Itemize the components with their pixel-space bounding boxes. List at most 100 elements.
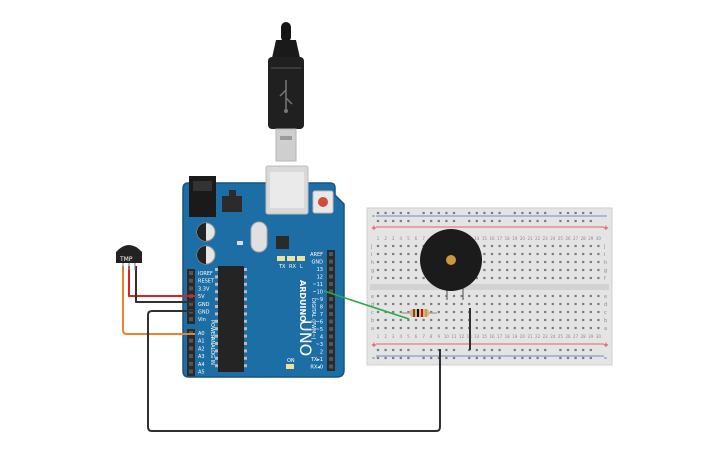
breadboard-hole[interactable] — [490, 268, 494, 272]
breadboard-hole[interactable] — [399, 276, 402, 280]
breadboard-hole[interactable] — [566, 244, 570, 248]
breadboard-hole[interactable] — [544, 318, 547, 322]
breadboard-hole[interactable] — [513, 302, 516, 306]
rail-hole[interactable] — [528, 348, 532, 352]
breadboard-hole[interactable] — [407, 244, 410, 248]
breadboard-hole[interactable] — [574, 294, 577, 298]
rail-hole[interactable] — [566, 356, 570, 360]
breadboard-hole[interactable] — [521, 302, 524, 306]
rail-hole[interactable] — [452, 356, 456, 360]
wire-gnd-sensor[interactable] — [135, 266, 195, 303]
breadboard-hole[interactable] — [559, 310, 562, 314]
breadboard-hole[interactable] — [422, 294, 425, 298]
breadboard-hole[interactable] — [574, 260, 577, 264]
rail-hole[interactable] — [498, 211, 501, 215]
breadboard-hole[interactable] — [582, 294, 585, 298]
breadboard-hole[interactable] — [414, 318, 418, 322]
temperature-sensor[interactable]: TMP — [116, 245, 142, 270]
power-pin[interactable] — [189, 317, 193, 322]
breadboard-hole[interactable] — [414, 252, 418, 256]
breadboard-hole[interactable] — [490, 244, 494, 248]
breadboard-hole[interactable] — [399, 310, 402, 314]
breadboard-hole[interactable] — [422, 318, 425, 322]
rail-hole[interactable] — [521, 211, 524, 215]
breadboard-hole[interactable] — [384, 276, 387, 280]
breadboard-hole[interactable] — [399, 326, 402, 330]
breadboard-hole[interactable] — [392, 318, 395, 322]
digital-pin[interactable] — [329, 357, 333, 361]
breadboard-hole[interactable] — [536, 318, 539, 322]
breadboard-hole[interactable] — [468, 302, 471, 306]
breadboard-hole[interactable] — [551, 294, 554, 298]
breadboard-hole[interactable] — [452, 302, 456, 306]
breadboard-hole[interactable] — [445, 326, 448, 330]
breadboard-hole[interactable] — [566, 268, 570, 272]
rail-hole[interactable] — [490, 348, 494, 352]
rail-hole[interactable] — [589, 348, 592, 352]
rail-hole[interactable] — [437, 356, 440, 360]
breadboard-hole[interactable] — [498, 268, 501, 272]
breadboard-hole[interactable] — [506, 252, 509, 256]
breadboard-hole[interactable] — [384, 244, 387, 248]
rail-hole[interactable] — [399, 211, 402, 215]
breadboard-hole[interactable] — [513, 318, 516, 322]
rail-hole[interactable] — [445, 219, 448, 223]
rail-hole[interactable] — [521, 356, 524, 360]
rail-hole[interactable] — [483, 211, 486, 215]
breadboard-hole[interactable] — [551, 252, 554, 256]
rail-hole[interactable] — [536, 356, 539, 360]
rail-hole[interactable] — [559, 219, 562, 223]
rail-hole[interactable] — [468, 219, 471, 223]
breadboard-hole[interactable] — [528, 310, 532, 314]
rail-hole[interactable] — [437, 219, 440, 223]
rail-hole[interactable] — [475, 211, 478, 215]
breadboard-hole[interactable] — [483, 244, 486, 248]
breadboard-hole[interactable] — [521, 294, 524, 298]
rail-hole[interactable] — [399, 348, 402, 352]
rail-hole[interactable] — [407, 356, 410, 360]
rail-hole[interactable] — [528, 356, 532, 360]
digital-pin[interactable] — [329, 364, 333, 369]
rail-hole[interactable] — [544, 211, 547, 215]
breadboard-hole[interactable] — [559, 244, 562, 248]
breadboard-hole[interactable] — [422, 302, 425, 306]
breadboard-hole[interactable] — [559, 260, 562, 264]
rail-hole[interactable] — [384, 348, 387, 352]
breadboard-hole[interactable] — [376, 310, 380, 314]
breadboard-hole[interactable] — [414, 294, 418, 298]
rail-hole[interactable] — [483, 219, 486, 223]
breadboard-hole[interactable] — [566, 294, 570, 298]
breadboard-hole[interactable] — [414, 244, 418, 248]
breadboard-hole[interactable] — [536, 310, 539, 314]
analog-pin[interactable] — [189, 338, 193, 343]
breadboard-hole[interactable] — [566, 302, 570, 306]
digital-pin[interactable] — [329, 342, 333, 346]
breadboard-hole[interactable] — [437, 326, 440, 330]
rail-hole[interactable] — [582, 211, 585, 215]
rail-hole[interactable] — [392, 211, 395, 215]
breadboard-hole[interactable] — [376, 260, 380, 264]
breadboard-hole[interactable] — [574, 276, 577, 280]
breadboard-hole[interactable] — [483, 260, 486, 264]
rail-hole[interactable] — [544, 219, 547, 223]
breadboard-hole[interactable] — [376, 326, 380, 330]
breadboard-hole[interactable] — [506, 310, 509, 314]
breadboard-hole[interactable] — [559, 302, 562, 306]
rail-hole[interactable] — [430, 211, 433, 215]
rail-hole[interactable] — [399, 219, 402, 223]
breadboard-hole[interactable] — [528, 268, 532, 272]
breadboard-hole[interactable] — [437, 302, 440, 306]
breadboard-hole[interactable] — [483, 252, 486, 256]
breadboard-hole[interactable] — [536, 252, 539, 256]
wire-a0-orange[interactable] — [122, 266, 195, 335]
breadboard-hole[interactable] — [551, 302, 554, 306]
rail-hole[interactable] — [574, 348, 577, 352]
rail-hole[interactable] — [475, 219, 478, 223]
breadboard-hole[interactable] — [551, 276, 554, 280]
breadboard-hole[interactable] — [399, 294, 402, 298]
rail-hole[interactable] — [589, 211, 592, 215]
breadboard-hole[interactable] — [407, 310, 410, 314]
breadboard-hole[interactable] — [399, 244, 402, 248]
digital-pin[interactable] — [329, 289, 333, 294]
breadboard-hole[interactable] — [445, 318, 448, 322]
